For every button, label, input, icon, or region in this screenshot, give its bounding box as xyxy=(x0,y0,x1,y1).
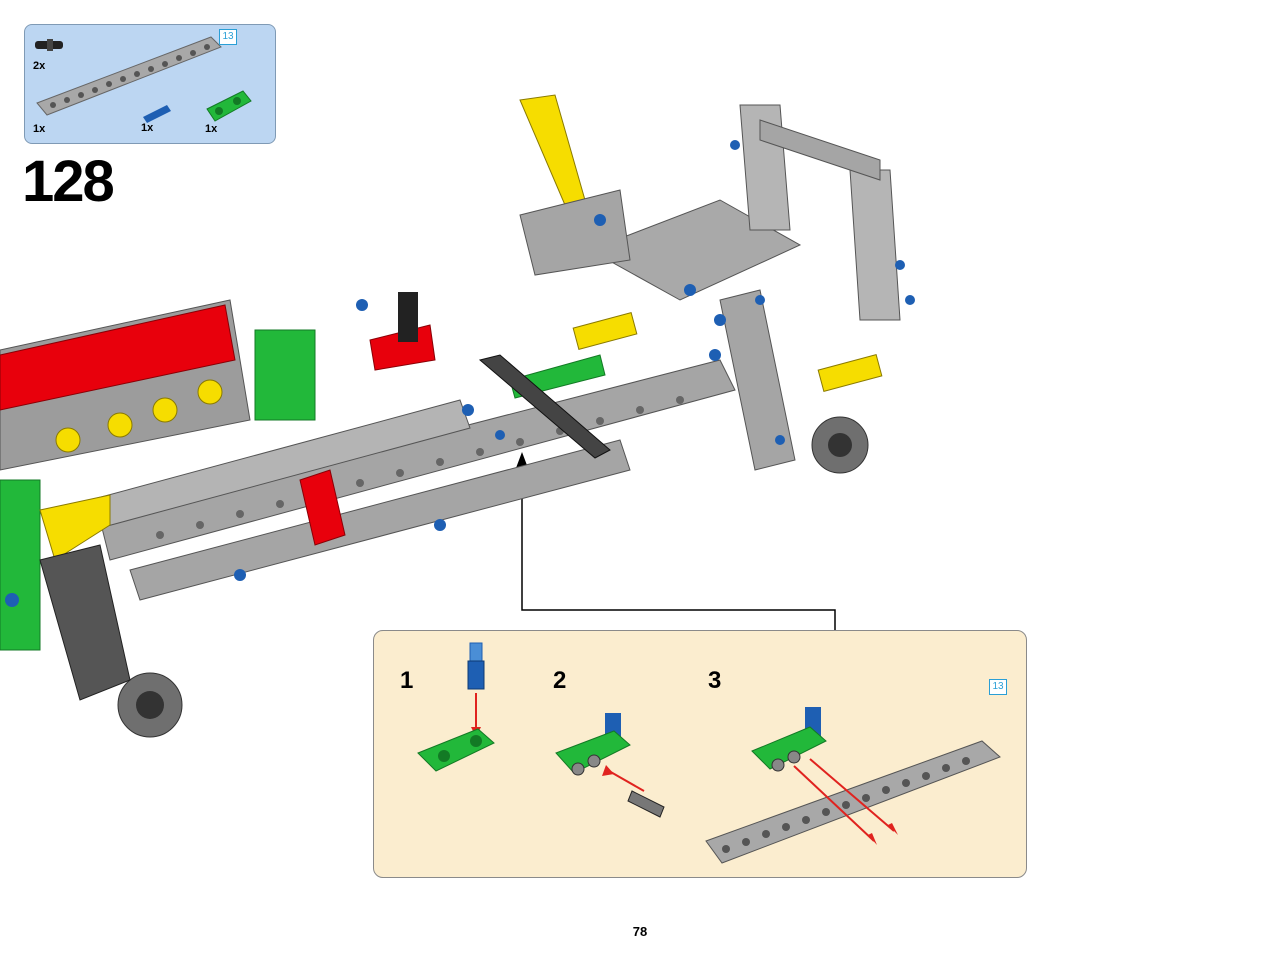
callout-connector-line xyxy=(521,460,836,630)
qty-blue-pin: 1x xyxy=(141,122,154,134)
sub-step-number-3: 3 xyxy=(708,667,722,694)
blue-pins xyxy=(5,140,915,607)
sub-assembly-illustration xyxy=(417,642,1001,864)
red-liftarm xyxy=(299,324,436,546)
gear-rack xyxy=(478,354,611,459)
sub-length-badge: 13 xyxy=(989,679,1007,695)
wheel-hub-right xyxy=(811,416,869,474)
length-badge: 13 xyxy=(219,29,237,45)
qty-green-connector: 1x xyxy=(205,123,218,135)
steering-frame xyxy=(519,104,901,471)
page-number: 78 xyxy=(632,924,648,939)
sub-step-number-2: 2 xyxy=(553,667,567,694)
connector-peg-icon xyxy=(35,39,63,51)
substep-3-graphic xyxy=(705,707,1001,864)
callout-arrowhead-icon xyxy=(516,452,528,468)
parts-illustration xyxy=(35,36,252,123)
sub-assembly-box: 1 2 3 13 xyxy=(373,630,1027,878)
substep-2-graphic xyxy=(555,713,665,818)
yellow-parts xyxy=(39,94,883,561)
black-axle xyxy=(398,292,418,342)
qty-liftarm: 1x xyxy=(33,123,46,135)
beam-holes xyxy=(156,396,684,539)
qty-connector-peg: 2x xyxy=(33,60,46,72)
step-number: 128 xyxy=(22,149,115,214)
chassis-beams xyxy=(89,359,736,601)
engine-block xyxy=(0,299,316,651)
blue-pin-icon xyxy=(143,105,171,123)
green-connector-icon xyxy=(206,90,252,122)
green-beam xyxy=(509,354,606,399)
parts-list-box: 2x 1x 1x 1x 13 xyxy=(24,24,276,144)
liftarm-icon xyxy=(36,36,222,116)
wheel-hub-left xyxy=(39,544,183,738)
substep-1-graphic xyxy=(417,642,495,772)
sub-step-number-1: 1 xyxy=(400,667,414,694)
